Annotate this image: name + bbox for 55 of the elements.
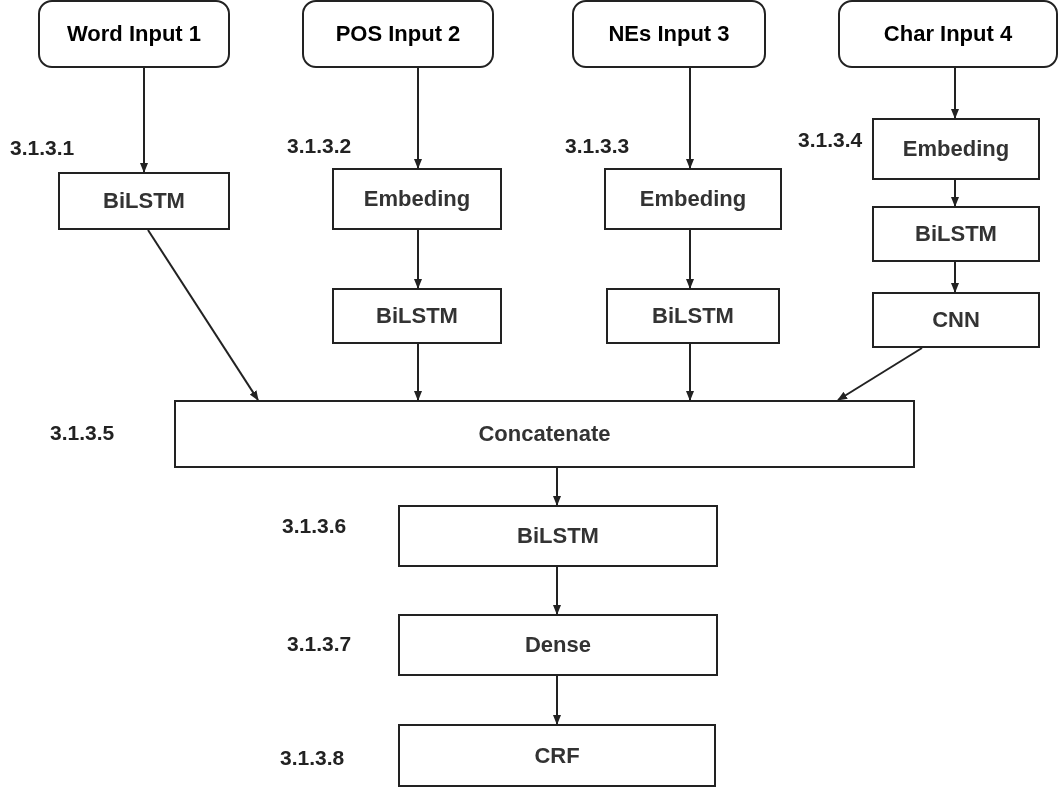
layer-label: Char Input 4 [883, 21, 1013, 47]
layer-label: BiLSTM [517, 523, 599, 549]
step-number: 3.1.3.4 [798, 128, 863, 152]
input-box [302, 0, 494, 68]
layer-box [872, 292, 1040, 348]
layer-box [872, 118, 1040, 180]
step-number: 3.1.3.5 [50, 421, 115, 445]
arrow [951, 179, 959, 207]
layer-box [332, 288, 502, 344]
layer-box [58, 172, 230, 230]
layer-box [872, 206, 1040, 262]
arrow [414, 343, 422, 401]
step-number: 3.1.3.6 [282, 514, 347, 538]
arrow [837, 347, 923, 401]
layer-box [398, 724, 716, 787]
step-number: 3.1.3.3 [565, 134, 630, 158]
arrow [686, 343, 694, 401]
arrow [553, 675, 561, 725]
layer-box [606, 288, 780, 344]
layer-label: BiLSTM [652, 303, 734, 329]
layer-box [332, 168, 502, 230]
input-box [38, 0, 230, 68]
layer-box [398, 614, 718, 676]
layer-label: Word Input 1 [67, 21, 201, 47]
arrow [951, 261, 959, 293]
layer-label: BiLSTM [103, 188, 185, 214]
arrow [414, 229, 422, 289]
input-box [572, 0, 766, 68]
arrow [140, 67, 148, 173]
step-number: 3.1.3.8 [280, 746, 345, 770]
step-number: 3.1.3.2 [287, 134, 352, 158]
layer-box [604, 168, 782, 230]
layer-label: Embeding [639, 186, 747, 212]
layer-label: Embeding [902, 136, 1010, 162]
layer-label: POS Input 2 [335, 21, 461, 47]
arrow [553, 467, 561, 506]
layer-label: Concatenate [478, 421, 611, 447]
arrow [414, 67, 422, 169]
layer-label: CNN [932, 307, 980, 333]
arrow [686, 67, 694, 169]
arrow [147, 229, 259, 401]
layer-label: BiLSTM [915, 221, 997, 247]
layer-label: NEs Input 3 [608, 21, 730, 47]
layer-label: Dense [524, 632, 591, 658]
layer-label: Embeding [363, 186, 471, 212]
arrow [951, 67, 959, 119]
arrow [686, 229, 694, 289]
layer-box [174, 400, 915, 468]
arrow [553, 566, 561, 615]
layer-label: BiLSTM [376, 303, 458, 329]
step-number: 3.1.3.1 [10, 136, 75, 160]
input-box [838, 0, 1058, 68]
layer-box [398, 505, 718, 567]
layer-label: CRF [534, 742, 580, 769]
step-number: 3.1.3.7 [287, 632, 352, 656]
